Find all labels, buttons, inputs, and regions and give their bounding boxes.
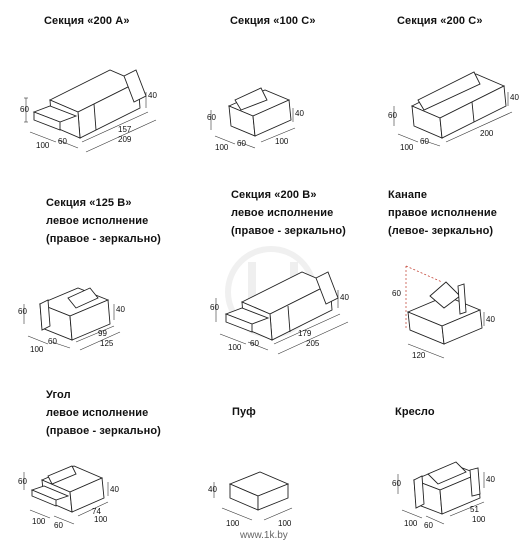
dim-seat: 60 [58,137,67,146]
drawing-200a: 60 40 100 60 157 209 [20,69,157,153]
drawing-kreslo: 60 40 100 60 51 100 [392,461,495,530]
dim-back: 40 [116,305,125,314]
dim-seat: 60 [250,339,259,348]
item-title-kreslo: Кресло [395,406,435,418]
item-title-100c: Секция «100 С» [230,15,316,27]
dim-width: 209 [118,135,132,144]
dim-seat: 60 [420,137,429,146]
dim-depth: 100 [215,143,229,152]
item-title-125b: Секция «125 В» левое исполнение (правое … [46,197,161,245]
item-title-200b: Секция «200 В» левое исполнение (правое … [231,189,346,237]
dim-seat: 60 [54,521,63,530]
dim-back: 40 [110,485,119,494]
watermark-text: www.1k.by [240,530,288,541]
dim-h: 60 [210,303,219,312]
dim-length: 157 [118,125,132,134]
dim-depth: 100 [400,143,414,152]
item-title-200c: Секция «200 С» [397,15,483,27]
dim-length: 99 [98,329,107,338]
dim-back: 40 [510,93,519,102]
dim-depth: 100 [228,343,242,352]
dim-back: 40 [148,91,157,100]
dim-width: 120 [412,351,426,360]
drawing-200b: 60 40 100 60 179 205 [210,271,349,355]
drawing-200c: 60 40 100 60 200 [388,71,519,152]
dim-h: 40 [208,485,217,494]
dim-depth: 100 [226,519,240,528]
dim-back: 40 [486,475,495,484]
item-title-kanape: Канапе правое исполнение (левое- зеркаль… [388,189,497,237]
drawing-125b: 60 40 100 60 99 125 [18,287,125,354]
dim-length: 179 [298,329,312,338]
item-title-puf: Пуф [232,406,256,418]
dim-h: 60 [207,113,216,122]
dim-length: 51 [470,505,479,514]
dim-back: 40 [486,315,495,324]
dim-depth: 100 [32,517,46,526]
item-title-200a: Секция «200 А» [44,15,130,27]
dim-width: 100 [278,519,292,528]
dim-h: 60 [18,477,27,486]
dim-h: 60 [392,479,401,488]
dim-h: 60 [388,111,397,120]
dim-depth: 100 [36,141,50,150]
dim-width: 100 [94,515,108,524]
drawing-puf: 40 100 100 [208,471,293,528]
drawing-100c: 60 40 100 60 100 [207,87,304,152]
dim-back: 40 [340,293,349,302]
dim-width: 125 [100,339,114,348]
dim-h: 60 [20,105,29,114]
dim-depth: 100 [404,519,418,528]
dim-seat: 60 [237,139,246,148]
drawing-ugol: 60 40 100 60 74 100 [18,465,119,530]
dim-width: 205 [306,339,320,348]
dim-seat: 60 [48,337,57,346]
dim-width: 100 [472,515,486,524]
dim-depth: 100 [30,345,44,354]
dim-width: 100 [275,137,289,146]
dim-h: 60 [392,289,401,298]
dim-h: 60 [18,307,27,316]
drawing-kanape: 60 40 120 [392,265,495,360]
dim-length: 74 [92,507,101,516]
dim-width: 200 [480,129,494,138]
dim-back: 40 [295,109,304,118]
item-title-ugol: Угол левое исполнение (правое - зеркальн… [46,389,161,437]
dim-seat: 60 [424,521,433,530]
